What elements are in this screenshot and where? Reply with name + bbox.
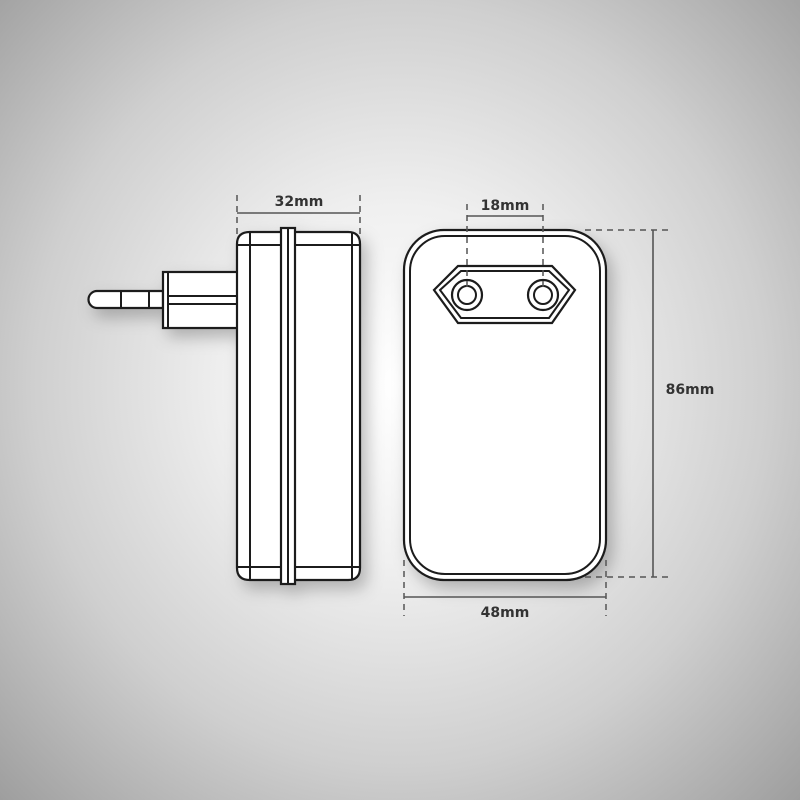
depth-label: 32mm [275,194,324,210]
pin-spacing-label: 18mm [481,198,530,214]
depth-dimension: 32mm [236,194,361,236]
plug-base [161,270,240,330]
width-label: 48mm [481,605,530,621]
plug-pin [87,289,165,310]
front-view [402,228,608,582]
pin-spacing-dimension: 18mm [466,198,544,292]
side-view [87,226,362,586]
height-label: 86mm [666,382,715,398]
width-dimension: 48mm [403,560,607,621]
socket-hole-right [526,278,560,312]
side-body [235,230,362,582]
height-dimension: 86mm [585,229,715,578]
